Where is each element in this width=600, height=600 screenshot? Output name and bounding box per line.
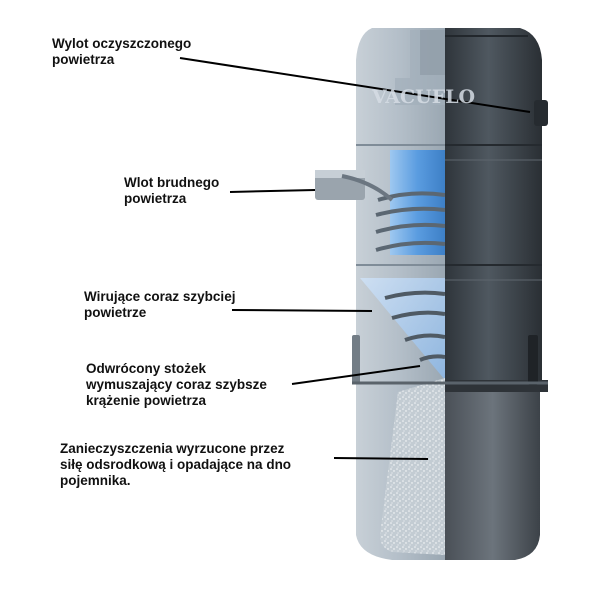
cutaway-half (356, 28, 445, 560)
outlet-port (534, 100, 548, 126)
right-latch (528, 335, 538, 385)
label-inverted-cone: Odwrócony stożek wymuszający coraz szybs… (86, 361, 267, 408)
left-latch (352, 335, 360, 383)
label-swirling-air: Wirujące coraz szybciej powietrze (84, 289, 236, 320)
label-debris: Zanieczyszczenia wyrzucone przez siłę od… (60, 441, 292, 488)
outer-shell (445, 28, 548, 560)
label-clean-air-outlet: Wylot oczyszczonego powietrza (52, 36, 192, 67)
brand-logo: VACUFLO (372, 86, 476, 108)
label-dirty-air-inlet: Wlot brudnego powietrza (124, 175, 220, 206)
pointer-lines (179, 57, 531, 460)
